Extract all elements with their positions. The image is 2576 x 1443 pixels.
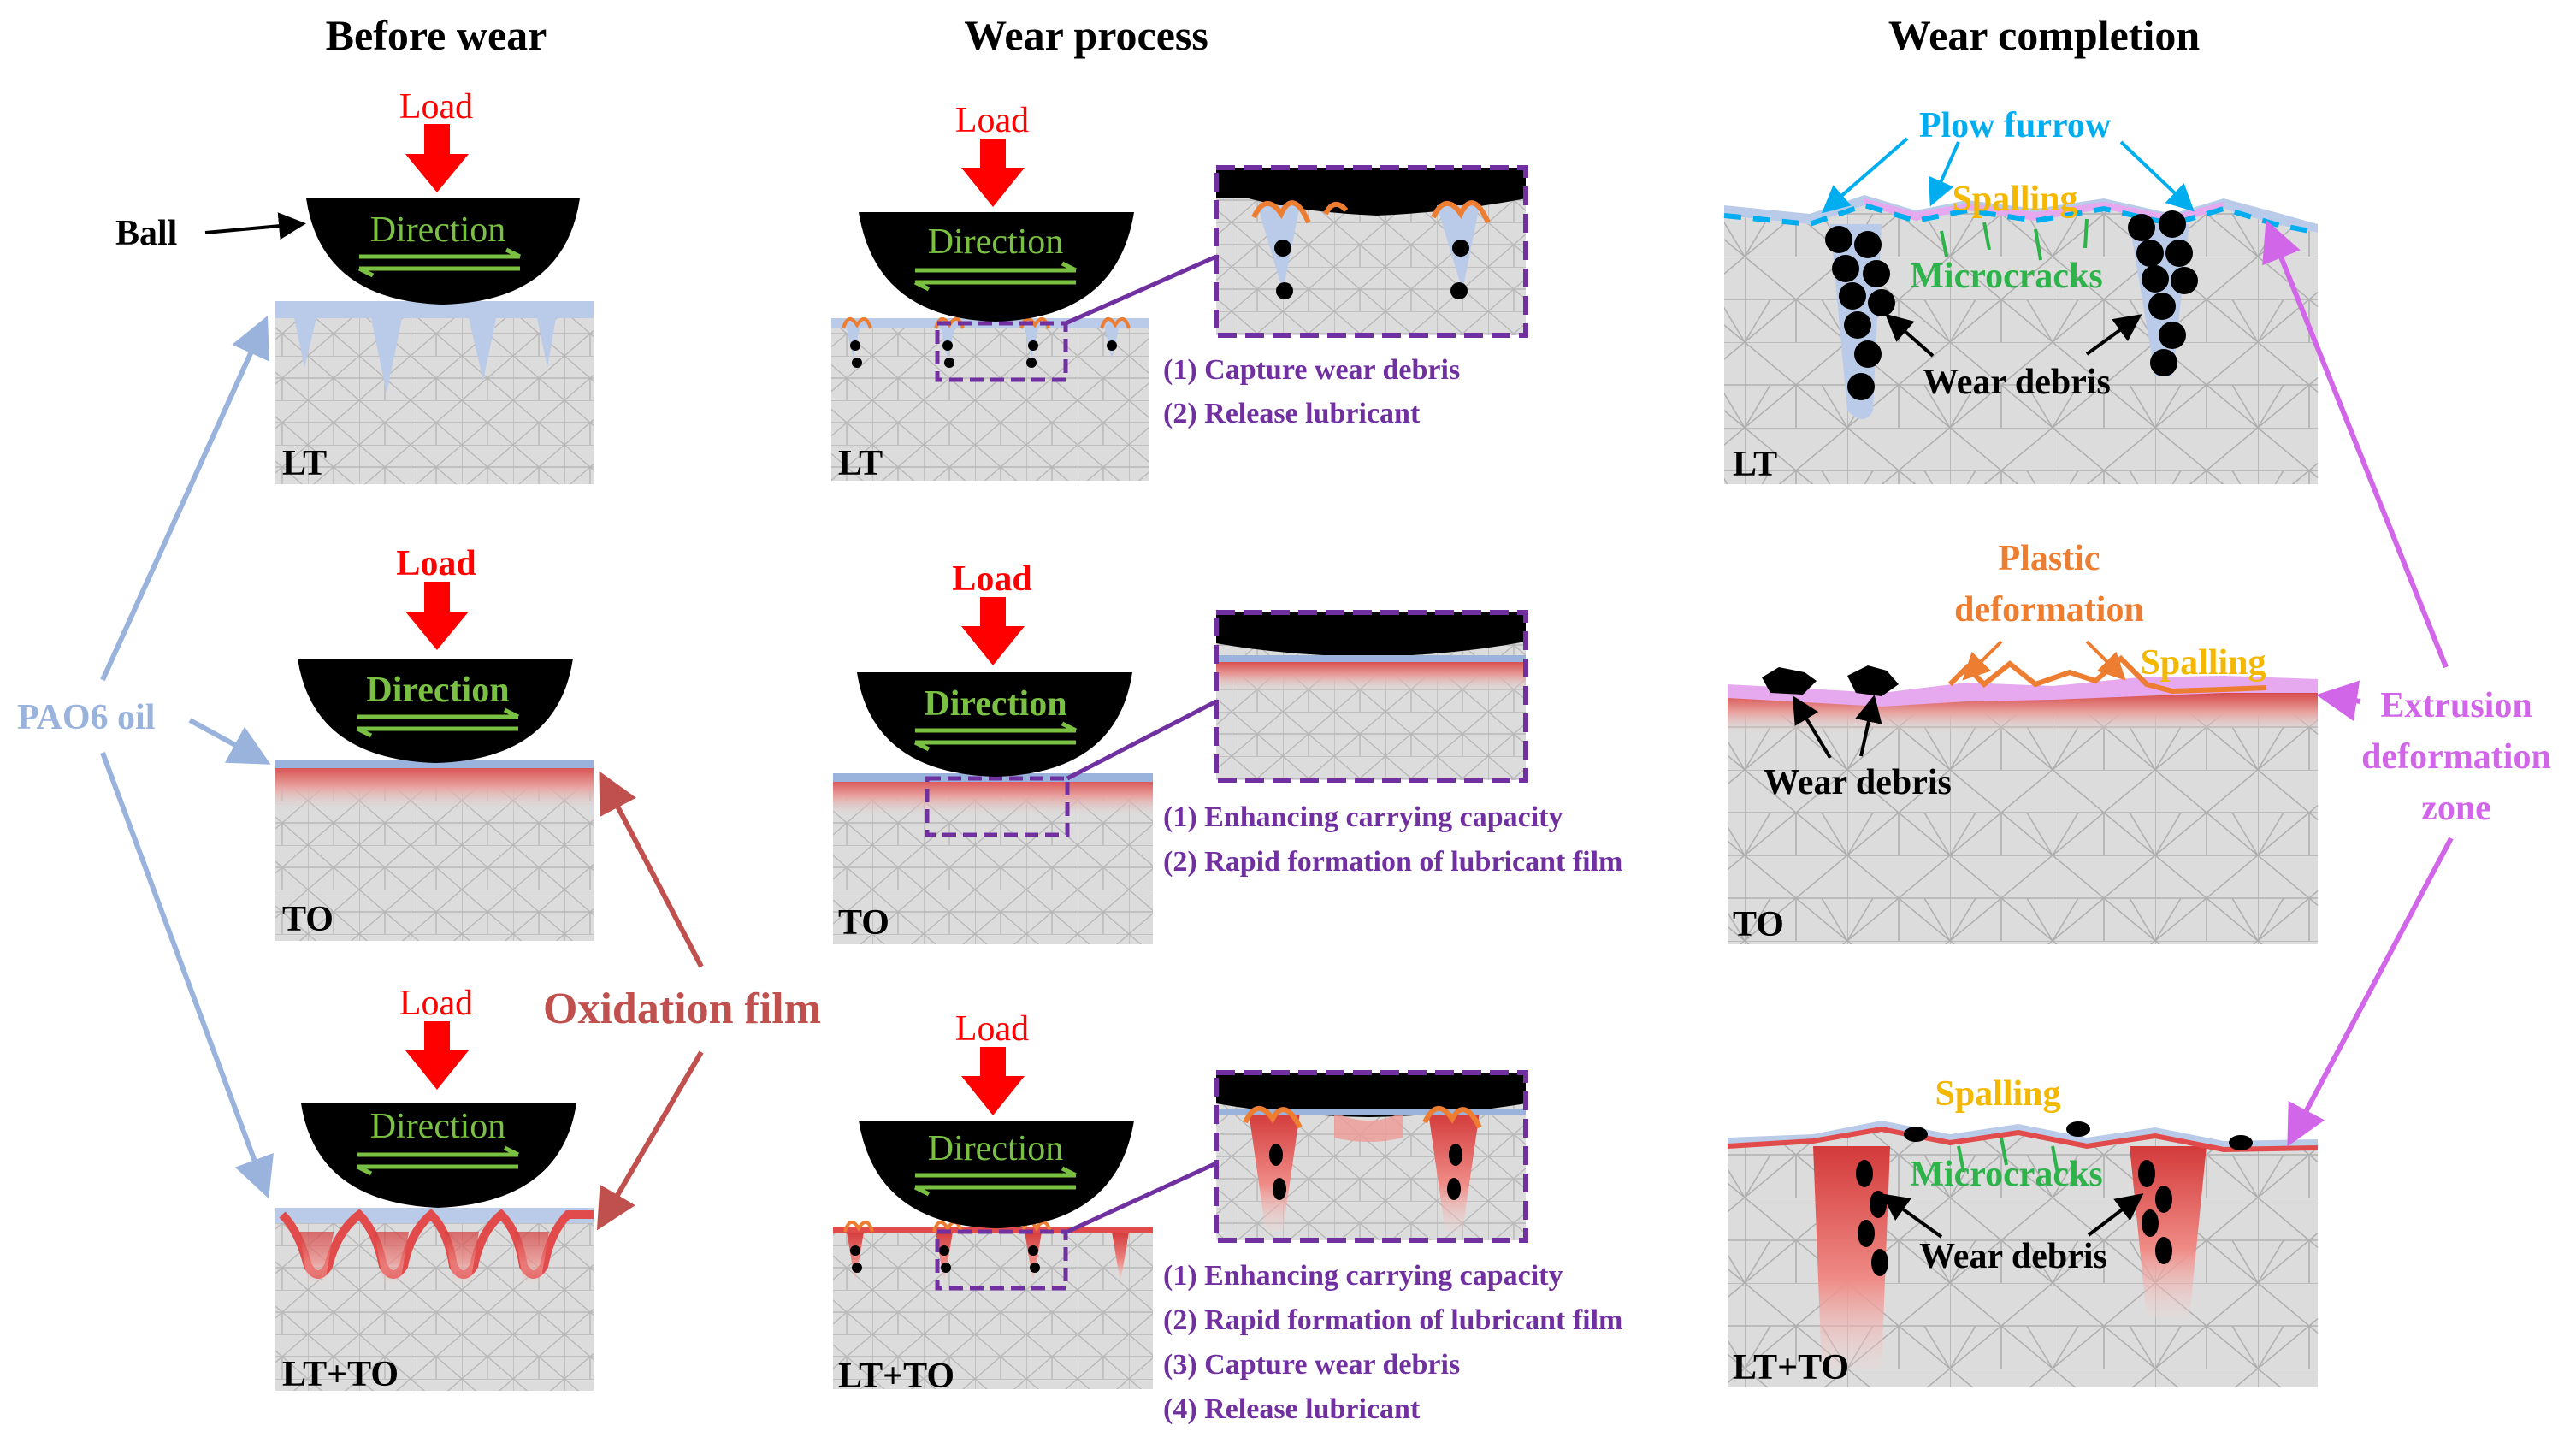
direction-arrows xyxy=(357,247,522,278)
plastic-label-2: deformation xyxy=(1954,590,2144,630)
direction-arrows xyxy=(913,261,1078,292)
label-lt: LT xyxy=(282,444,327,483)
process-to-panel: TO xyxy=(833,773,1153,944)
ball-to: Direction xyxy=(298,659,573,763)
oxidation-arrows xyxy=(596,771,704,1231)
extrusion-label-1: Extrusion xyxy=(2380,686,2532,725)
note-to-2: (2) Rapid formation of lubricant film xyxy=(1163,846,1622,878)
before-to-panel: TO xyxy=(275,760,594,941)
header-wear-process: Wear process xyxy=(964,11,1208,59)
note-ltto-1: (1) Enhancing carrying capacity xyxy=(1163,1260,1563,1292)
wear-debris-label-lt: Wear debris xyxy=(1923,363,2111,402)
load-label: Load xyxy=(952,559,1031,599)
plastic-arrows xyxy=(1962,640,2126,681)
header-wear-completion: Wear completion xyxy=(1888,11,2200,59)
label-ltto: LT+TO xyxy=(1733,1348,1849,1387)
oxidation-label: Oxidation film xyxy=(543,985,821,1033)
load-label: Load xyxy=(955,101,1029,140)
ball-pointer xyxy=(204,212,306,240)
plastic-label-1: Plastic xyxy=(1999,539,2100,578)
load-arrow xyxy=(405,1021,469,1090)
ball-process-lt: Direction xyxy=(859,212,1134,322)
completion-ltto-panel: LT+TO xyxy=(1727,1121,2319,1387)
wear-debris-label-to: Wear debris xyxy=(1764,763,1952,802)
spalling-label-lt: Spalling xyxy=(1952,180,2077,219)
load-label: Load xyxy=(955,1009,1029,1049)
wear-debris-arrows-lt xyxy=(1884,313,2142,358)
note-ltto-3: (3) Capture wear debris xyxy=(1163,1349,1460,1381)
direction-label: Direction xyxy=(370,1107,506,1146)
note-lt-2: (2) Release lubricant xyxy=(1163,398,1421,429)
label-to: TO xyxy=(282,900,334,939)
label-to: TO xyxy=(1733,905,1784,944)
microcracks-label-ltto: Microcracks xyxy=(1910,1155,2102,1194)
zoom-to xyxy=(1066,610,1528,783)
direction-label: Direction xyxy=(924,684,1066,724)
pao6-label: PAO6 oil xyxy=(17,698,155,737)
plow-arrows xyxy=(1821,137,2195,214)
note-lt-1: (1) Capture wear debris xyxy=(1163,354,1460,386)
direction-label: Direction xyxy=(366,671,509,710)
zoom-ltto xyxy=(1066,1070,1528,1243)
wear-debris-arrows-to xyxy=(1792,695,1882,760)
note-to-1: (1) Enhancing carrying capacity xyxy=(1163,801,1563,833)
note-ltto-4: (4) Release lubricant xyxy=(1163,1393,1421,1425)
spalling-label-to: Spalling xyxy=(2140,643,2266,683)
load-arrow xyxy=(961,597,1025,665)
direction-arrows xyxy=(356,707,520,738)
load-arrow xyxy=(961,139,1025,207)
pao6-arrows xyxy=(100,316,274,1199)
load-label: Load xyxy=(399,984,473,1023)
wear-debris-arrows-ltto xyxy=(1881,1193,2144,1239)
label-ltto: LT+TO xyxy=(282,1355,399,1394)
before-lt-panel: LT xyxy=(275,301,594,484)
ball-label: Ball xyxy=(115,214,177,253)
direction-label: Direction xyxy=(370,210,506,250)
process-ltto-panel: LT+TO xyxy=(833,1221,1153,1396)
extrusion-label-3: zone xyxy=(2421,789,2491,828)
microcracks-label-lt: Microcracks xyxy=(1910,257,2102,296)
process-lt-panel: LT xyxy=(831,317,1149,483)
direction-arrows xyxy=(913,1166,1078,1197)
label-lt: LT xyxy=(838,444,883,483)
direction-arrows xyxy=(356,1145,520,1176)
label-ltto: LT+TO xyxy=(838,1357,954,1396)
load-arrow xyxy=(405,582,469,650)
ball-process-to: Direction xyxy=(857,672,1132,777)
zoom-lt xyxy=(1064,165,1528,338)
ball-ltto: Direction xyxy=(301,1103,576,1208)
ball-lt: Direction xyxy=(306,198,580,305)
direction-label: Direction xyxy=(928,1129,1064,1168)
direction-arrows xyxy=(913,721,1078,752)
label-to: TO xyxy=(838,903,889,943)
note-ltto-2: (2) Rapid formation of lubricant film xyxy=(1163,1304,1622,1336)
label-lt: LT xyxy=(1733,445,1777,484)
load-label: Load xyxy=(396,544,476,583)
extrusion-label-2: deformation xyxy=(2361,737,2551,777)
spalling-label-ltto: Spalling xyxy=(1935,1074,2060,1114)
direction-label: Direction xyxy=(928,222,1064,262)
plow-furrow-label: Plow furrow xyxy=(1919,106,2112,145)
load-arrow xyxy=(961,1047,1025,1115)
header-before-wear: Before wear xyxy=(326,11,547,59)
before-ltto-panel: LT+TO xyxy=(275,1208,594,1394)
load-arrow xyxy=(405,124,469,192)
extrusion-arrows xyxy=(2262,219,2454,1147)
wear-debris-label-ltto: Wear debris xyxy=(1919,1237,2107,1276)
completion-lt-panel: LT xyxy=(1723,195,2319,484)
ball-process-ltto: Direction xyxy=(859,1121,1134,1228)
load-label: Load xyxy=(399,87,473,127)
